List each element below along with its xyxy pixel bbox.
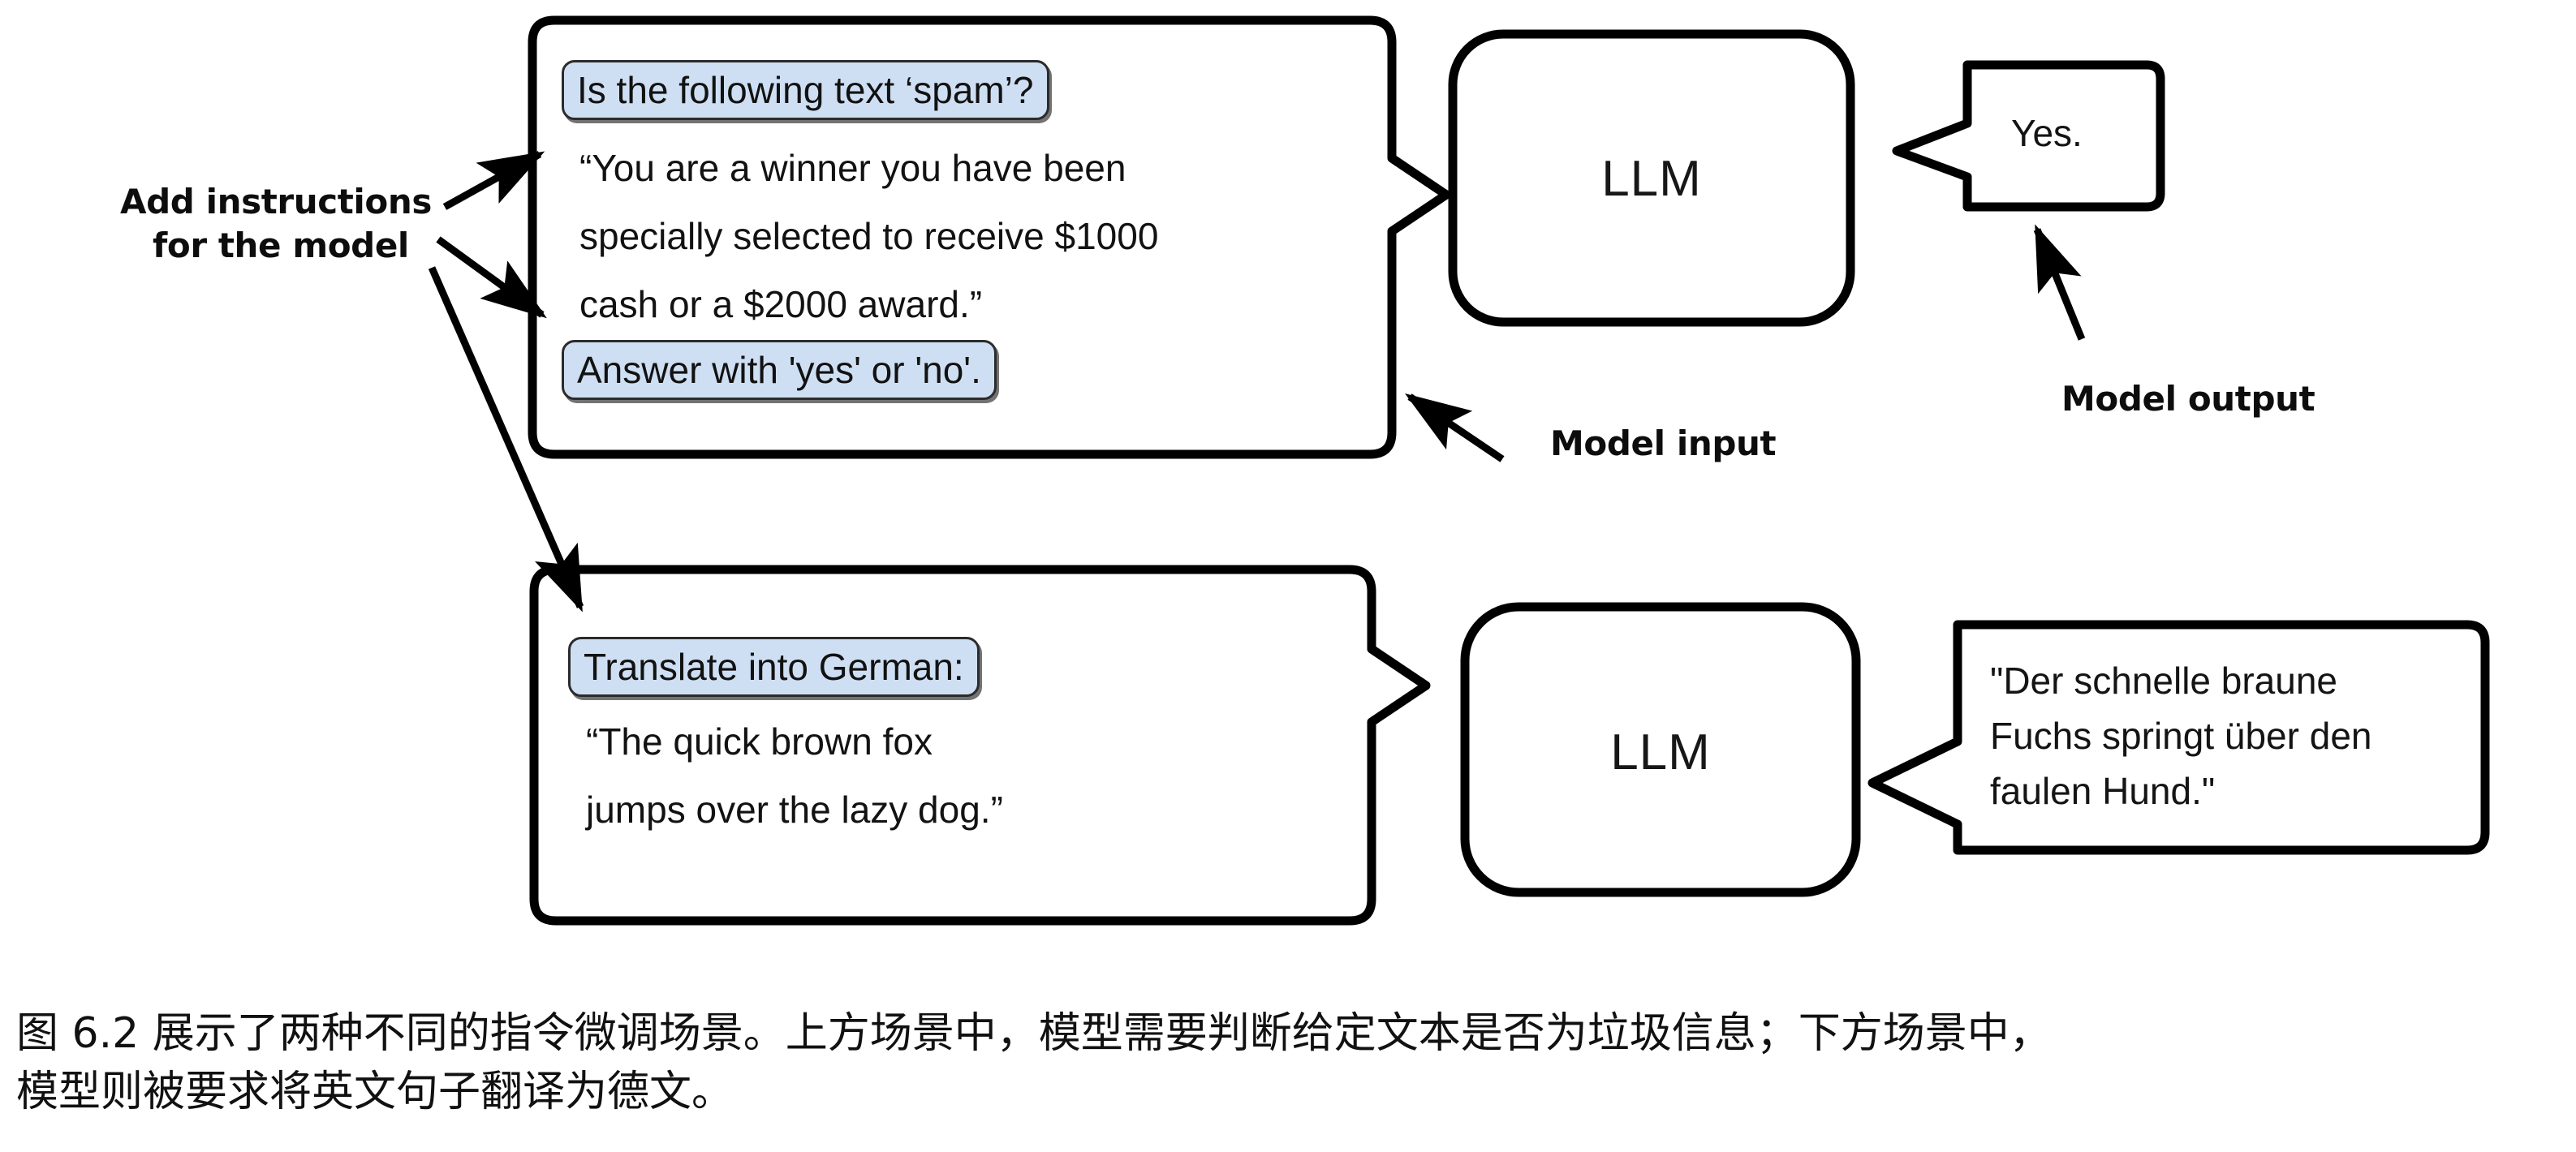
output-text-german-line-2: Fuchs springt über den	[1990, 715, 2372, 757]
output-text-yes: Yes.	[2011, 105, 2083, 161]
arrow-add-instructions-to-bottom-pill	[436, 236, 547, 319]
spam-body-line-2: specially selected to receive $1000	[579, 215, 1159, 257]
spam-body-text: “You are a winner you have been speciall…	[579, 134, 1158, 338]
spam-body-line-1: “You are a winner you have been	[579, 147, 1126, 189]
llm-label-top: LLM	[1601, 151, 1702, 207]
translate-body-line-1: “The quick brown fox	[586, 720, 933, 763]
model-output-label: Model output	[2061, 379, 2315, 419]
arrow-add-instructions-to-top-pill	[442, 151, 545, 210]
output-text-german-line-1: "Der schnelle braune	[1990, 660, 2338, 702]
add-instructions-label: Add instructions for the model	[120, 180, 432, 268]
add-instructions-line-2: for the model	[153, 226, 409, 265]
arrow-add-instructions-to-translate-pill	[428, 266, 584, 613]
translate-body-text: “The quick brown fox jumps over the lazy…	[586, 707, 1003, 844]
output-text-german-line-3: faulen Hund."	[1990, 770, 2216, 812]
add-instructions-line-1: Add instructions	[120, 182, 432, 221]
instruction-pill-answer-yes-no-text: Answer with 'yes' or 'no'.	[577, 349, 981, 391]
figure-caption-line-1: 图 6.2 展示了两种不同的指令微调场景。上方场景中，模型需要判断给定文本是否为…	[16, 1009, 2052, 1058]
figure-caption: 图 6.2 展示了两种不同的指令微调场景。上方场景中，模型需要判断给定文本是否为…	[16, 1004, 2573, 1121]
instruction-pill-spam-question-text: Is the following text ‘spam’?	[577, 69, 1034, 111]
spam-body-line-3: cash or a $2000 award.”	[579, 283, 983, 325]
arrow-model-input-label	[1405, 393, 1505, 462]
figure-caption-line-2: 模型则被要求将英文句子翻译为德文。	[16, 1068, 734, 1116]
arrow-model-output-label	[2033, 224, 2086, 341]
llm-label-bottom: LLM	[1610, 724, 1711, 780]
instruction-pill-spam-question: Is the following text ‘spam’?	[562, 60, 1049, 120]
instruction-pill-translate-german-text: Translate into German:	[584, 646, 964, 688]
instruction-pill-answer-yes-no: Answer with 'yes' or 'no'.	[562, 340, 997, 400]
translate-body-line-2: jumps over the lazy dog.”	[586, 789, 1003, 831]
output-text-yes-line-1: Yes.	[2011, 112, 2083, 154]
output-text-german: "Der schnelle braune Fuchs springt über …	[1990, 653, 2372, 819]
model-input-label: Model input	[1550, 423, 1777, 463]
instruction-pill-translate-german: Translate into German:	[568, 637, 980, 697]
